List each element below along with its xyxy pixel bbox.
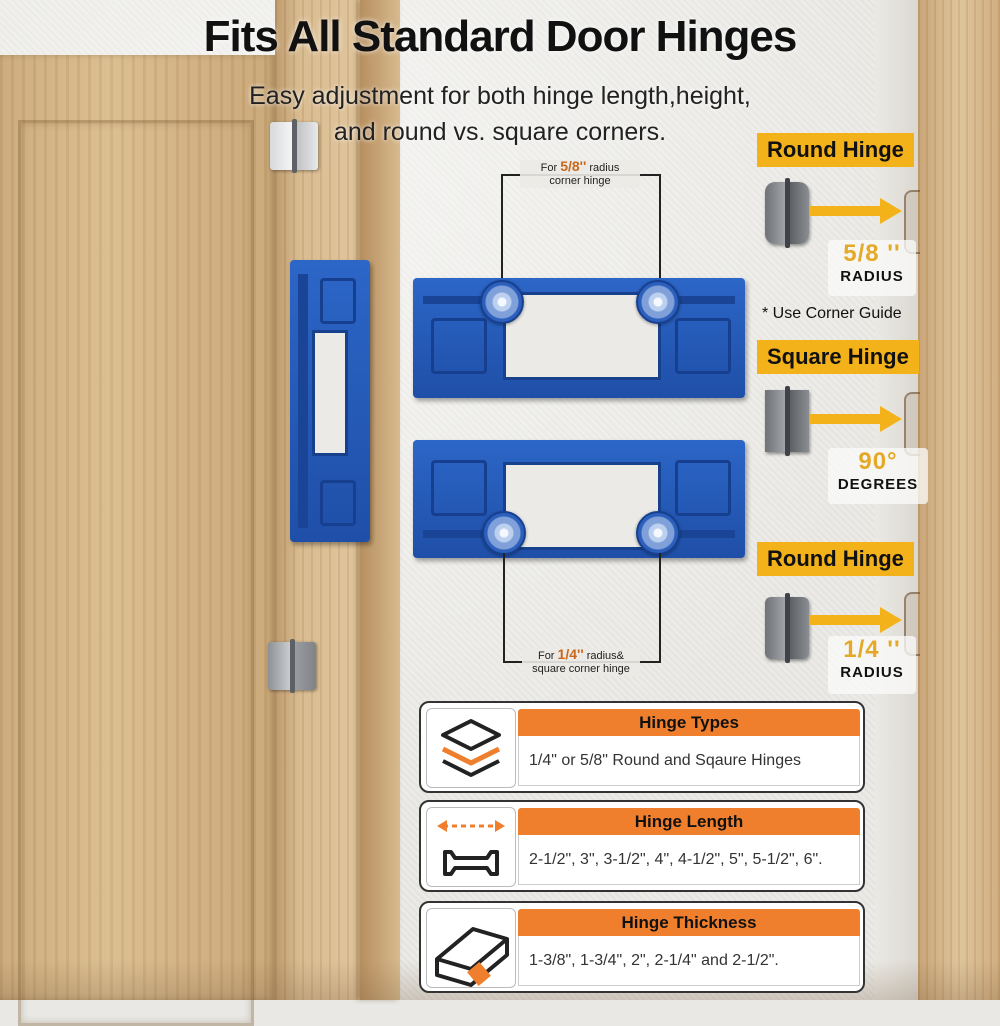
callout-bottom-size: 1/4'' bbox=[557, 646, 584, 662]
card-text: 2-1/2", 3", 3-1/2", 4", 4-1/2", 5", 5-1/… bbox=[518, 835, 860, 885]
callout-top-line2: corner hinge bbox=[549, 175, 611, 187]
subtitle-line-1: Easy adjustment for both hinge length,he… bbox=[249, 82, 751, 110]
jig-clamp-left-bottom bbox=[431, 460, 487, 516]
arrow-right-icon bbox=[880, 607, 902, 633]
jig-clamp-top bbox=[320, 278, 356, 324]
card-heading: Hinge Types bbox=[518, 709, 860, 736]
jig-window-bottom bbox=[503, 462, 661, 550]
card-heading: Hinge Thickness bbox=[518, 909, 860, 936]
round-hinge-icon bbox=[765, 178, 809, 248]
jig-clamp-bottom bbox=[320, 480, 356, 526]
callout-bottom-prefix: For bbox=[537, 650, 555, 662]
jig-rail-right-bottom bbox=[665, 530, 735, 538]
subtitle: Easy adjustment for both hinge length,he… bbox=[180, 78, 820, 150]
info-card-hinge-types: Hinge Types 1/4" or 5/8" Round and Sqaur… bbox=[419, 701, 865, 793]
info-card-hinge-length: Hinge Length 2-1/2", 3", 3-1/2", 4", 4-1… bbox=[419, 800, 865, 892]
card-text: 1-3/8", 1-3/4", 2", 2-1/4" and 2-1/2". bbox=[518, 936, 860, 986]
door-hinge-bottom-icon bbox=[268, 639, 316, 693]
card-icon-box bbox=[426, 807, 516, 887]
spec-unit-2: DEGREES bbox=[837, 476, 919, 493]
jig-rail-left-bottom bbox=[423, 530, 493, 538]
spec-box-3: 1/4 '' RADIUS bbox=[828, 636, 916, 694]
callout-top-suffix: radius bbox=[589, 162, 620, 174]
adjust-knob-top-left[interactable] bbox=[480, 280, 524, 324]
hinge-type-label-1: Round Hinge bbox=[757, 133, 914, 167]
jig-window bbox=[312, 330, 348, 456]
adjust-knob-top-right[interactable] bbox=[636, 280, 680, 324]
arrow-right-icon bbox=[880, 406, 902, 432]
info-card-hinge-thickness: Hinge Thickness 1-3/8", 1-3/4", 2", 2-1/… bbox=[419, 901, 865, 993]
spec-unit-3: RADIUS bbox=[840, 664, 904, 681]
arrow-bar-3 bbox=[810, 615, 880, 625]
card-text: 1/4" or 5/8" Round and Sqaure Hinges bbox=[518, 736, 860, 786]
callout-top: For 5/8'' radius corner hinge bbox=[520, 158, 640, 188]
spec-box-1: 5/8 '' RADIUS bbox=[828, 240, 916, 296]
callout-bottom: For 1/4'' radius& square corner hinge bbox=[522, 646, 640, 676]
mounted-hinge-jig bbox=[290, 260, 370, 542]
adjust-knob-bottom-left[interactable] bbox=[482, 511, 526, 555]
spec-value-1: 5/8 '' bbox=[843, 240, 901, 267]
square-hinge-icon bbox=[765, 386, 809, 456]
spec-unit-1: RADIUS bbox=[840, 268, 904, 285]
subtitle-line-2: and round vs. square corners. bbox=[333, 118, 667, 146]
callout-bottom-line2: square corner hinge bbox=[532, 663, 630, 675]
jig-clamp-right bbox=[675, 318, 731, 374]
hinge-jig-bottom bbox=[413, 440, 745, 558]
wooden-door bbox=[0, 55, 275, 1000]
adjust-knob-bottom-right[interactable] bbox=[636, 511, 680, 555]
callout-bracket-top bbox=[501, 174, 661, 286]
hinge-type-label-2: Square Hinge bbox=[757, 340, 919, 374]
small-round-hinge-icon bbox=[765, 593, 809, 663]
jig-window-top bbox=[503, 292, 661, 380]
jig-rail bbox=[298, 274, 308, 528]
jig-clamp-left bbox=[431, 318, 487, 374]
callout-top-size: 5/8'' bbox=[560, 158, 587, 174]
arrow-bar-2 bbox=[810, 414, 880, 424]
spec-value-3: 1/4 '' bbox=[843, 636, 901, 663]
callout-bottom-suffix: radius& bbox=[586, 650, 625, 662]
jig-rail-left bbox=[423, 296, 493, 304]
page-title: Fits All Standard Door Hinges bbox=[203, 12, 798, 61]
hinge-jig-top bbox=[413, 278, 745, 398]
door-hinge-top-icon bbox=[270, 119, 318, 173]
thickness-icon bbox=[435, 927, 509, 987]
jig-clamp-right-bottom bbox=[675, 460, 731, 516]
layers-icon bbox=[441, 719, 501, 777]
card-icon-box bbox=[426, 908, 516, 988]
spec-box-2: 90° DEGREES bbox=[828, 448, 928, 504]
arrow-right-icon bbox=[880, 198, 902, 224]
callout-top-prefix: For bbox=[540, 162, 558, 174]
jig-rail-right bbox=[665, 296, 735, 304]
corner-guide-note: * Use Corner Guide bbox=[762, 305, 902, 322]
jamb-mortise-middle bbox=[904, 392, 920, 456]
card-icon-box bbox=[426, 708, 516, 788]
arrow-bar-1 bbox=[810, 206, 880, 216]
length-icon bbox=[437, 820, 505, 876]
hinge-type-label-3: Round Hinge bbox=[757, 542, 914, 576]
card-heading: Hinge Length bbox=[518, 808, 860, 835]
right-door-jamb bbox=[918, 0, 1000, 1000]
spec-value-2: 90° bbox=[858, 448, 898, 475]
door-panel-inset bbox=[18, 120, 254, 1026]
